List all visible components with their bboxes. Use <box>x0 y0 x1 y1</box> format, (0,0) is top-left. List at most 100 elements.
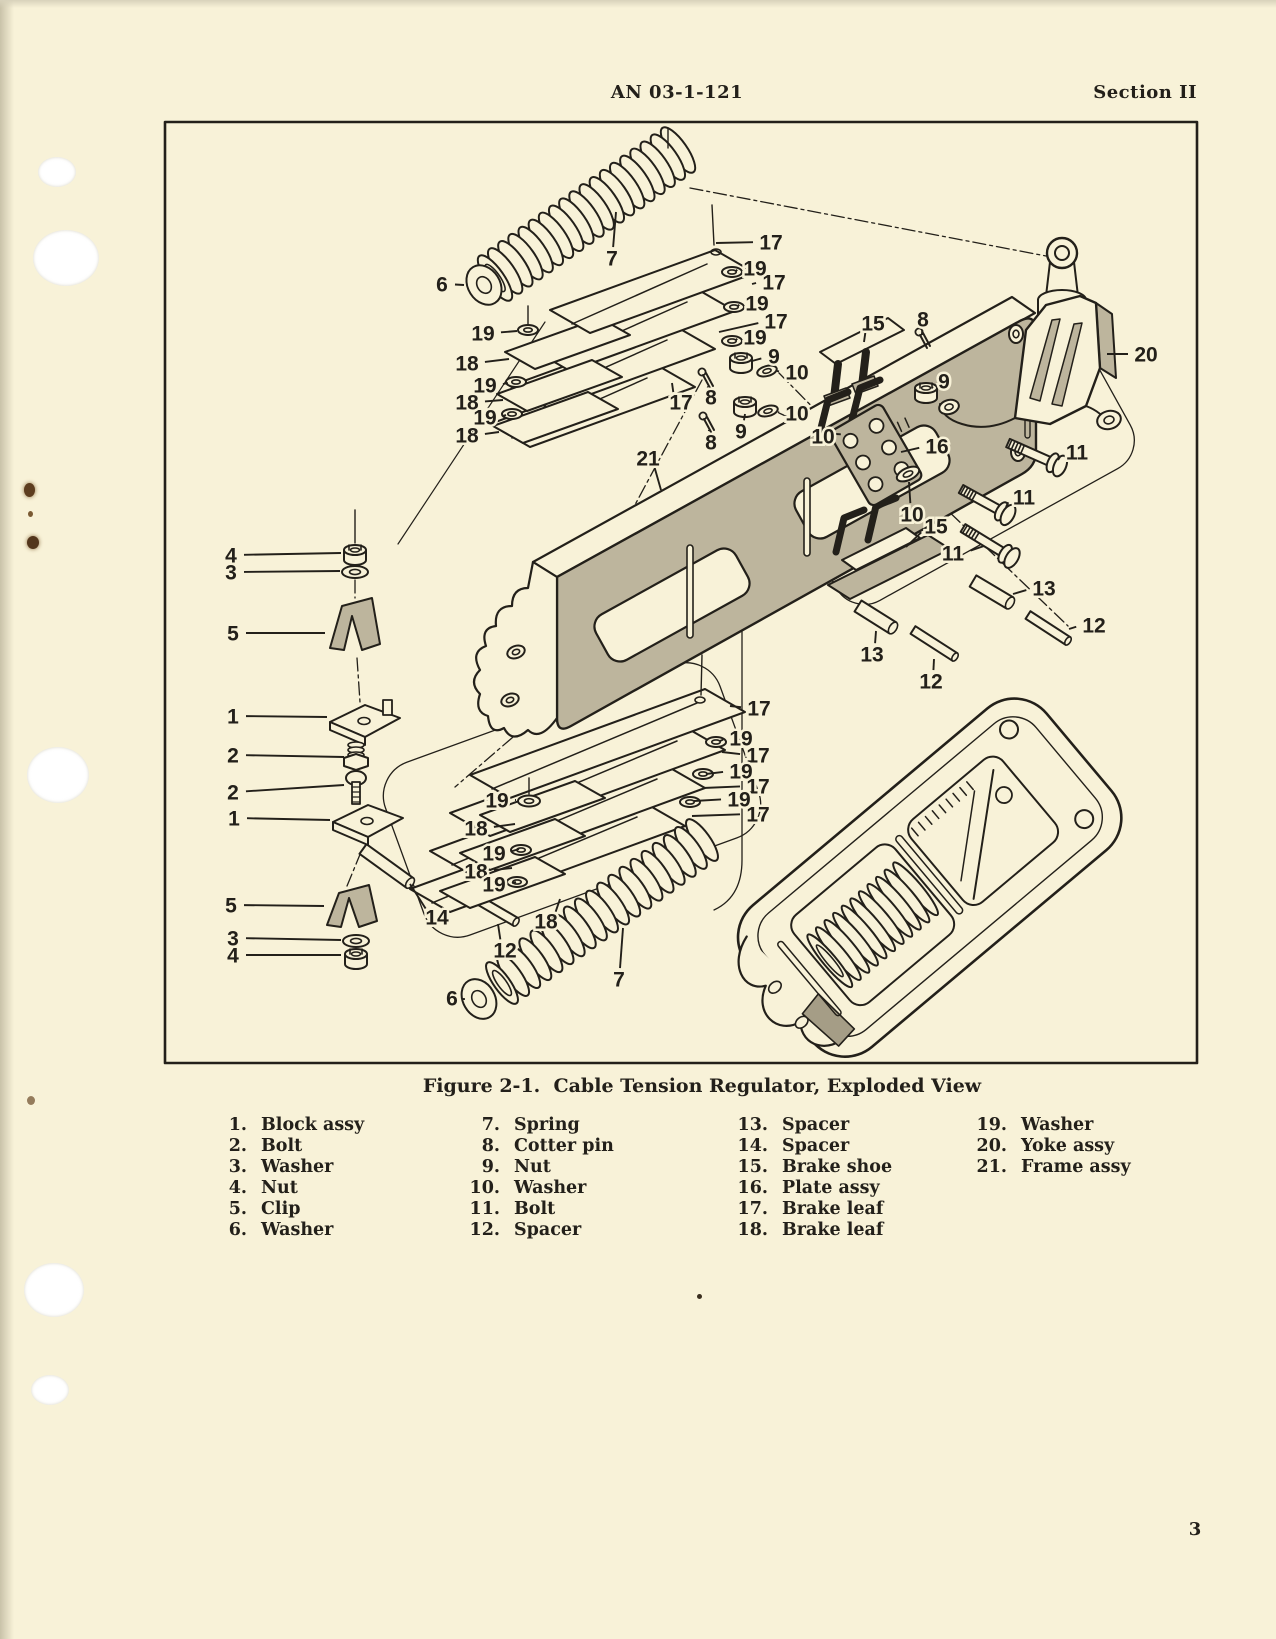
callout-6: 6 <box>434 271 465 299</box>
callout-number: 17 <box>762 272 785 295</box>
part-number: 4. <box>228 1178 247 1199</box>
callout-number: 3 <box>225 562 237 585</box>
callout-18: 18 <box>453 350 510 378</box>
callout-7: 7 <box>604 211 620 273</box>
callout-17: 17 <box>667 382 695 417</box>
parts-list-item: 18.Brake leaf <box>726 1219 892 1240</box>
callout-number: 10 <box>811 426 834 449</box>
page-number: 3 <box>1188 1519 1202 1540</box>
callout-1: 1 <box>226 805 331 833</box>
callout-number: 15 <box>924 516 948 539</box>
part-number: 13. <box>737 1115 768 1136</box>
callout-9: 9 <box>733 413 749 446</box>
callout-16: 16 <box>900 433 951 461</box>
callout-number: 18 <box>455 425 479 448</box>
part-number: 15. <box>737 1157 768 1178</box>
part-label: Clip <box>261 1199 301 1219</box>
callout-17: 17 <box>718 308 790 336</box>
callout-number: 11 <box>1066 442 1089 465</box>
part-label: Washer <box>514 1178 587 1199</box>
callout-13: 13 <box>1012 575 1058 603</box>
part-label: Frame assy <box>1021 1157 1131 1178</box>
callout-3: 3 <box>225 925 342 953</box>
callout-11: 11 <box>1005 484 1038 512</box>
callout-9: 9 <box>751 343 782 371</box>
callout-number: 19 <box>743 258 766 281</box>
parts-list-item: 21. Frame assy <box>962 1157 1131 1178</box>
brake-leaf-stack-lower <box>409 654 746 913</box>
callout-number: 10 <box>785 403 808 426</box>
parts-list-item: 16. Plate assy <box>726 1178 892 1199</box>
callout-number: 17 <box>746 804 769 827</box>
part-number: 11. <box>469 1199 500 1219</box>
brake-shoe-bottom <box>827 494 951 600</box>
callout-number: 19 <box>485 790 508 813</box>
part-label: Plate assy <box>782 1178 880 1199</box>
part-number: 16. <box>737 1178 768 1199</box>
parts-list-item: 8.Cotter pin <box>462 1136 614 1157</box>
callout-2: 2 <box>225 742 345 770</box>
part-label: Spring <box>514 1115 580 1136</box>
callout-2: 2 <box>225 779 345 807</box>
parts-list-item: 17.Brake leaf <box>726 1199 892 1220</box>
callout-17: 17 <box>729 695 773 723</box>
part-label: Block assy <box>261 1115 365 1136</box>
part-number: 21. <box>976 1157 1007 1178</box>
part-number: 20. <box>976 1136 1007 1157</box>
part-label: Brake leaf <box>782 1219 884 1240</box>
callout-12: 12 <box>491 923 519 965</box>
callout-4: 4 <box>225 942 341 970</box>
callout-number: 19 <box>745 293 768 316</box>
callout-number: 8 <box>705 387 717 410</box>
callout-19: 19 <box>737 290 771 318</box>
callout-number: 9 <box>768 346 780 369</box>
part-number: 10. <box>469 1178 500 1199</box>
callout-number: 18 <box>464 861 488 884</box>
punch-hole <box>24 1263 84 1317</box>
callout-19: 19 <box>480 871 517 899</box>
bolts <box>957 437 1069 569</box>
callout-1: 1 <box>225 703 328 731</box>
callout-7: 7 <box>611 927 627 994</box>
callout-number: 8 <box>917 309 929 332</box>
callout-number: 5 <box>225 895 237 918</box>
callout-13: 13 <box>858 630 886 669</box>
callout-number: 12 <box>919 671 942 694</box>
brake-shoe-top <box>816 317 905 436</box>
parts-list-item: 7.Spring <box>462 1115 614 1136</box>
nut-washer-pin-cluster <box>697 327 938 433</box>
parts-list-item: 15.Brake shoe <box>726 1157 893 1178</box>
paper-stain <box>24 483 35 497</box>
section-title: Section II <box>1093 82 1197 103</box>
callout-19: 19 <box>735 324 769 352</box>
callout-8: 8 <box>915 306 932 336</box>
callout-number: 6 <box>446 988 458 1011</box>
callout-number: 8 <box>705 432 717 455</box>
parts-list-item: 14.Spacer <box>726 1136 892 1157</box>
callout-number: 5 <box>227 623 239 646</box>
callout-number: 15 <box>861 313 885 336</box>
parts-list-item: 13.Spacer <box>726 1115 892 1136</box>
callout-19: 19 <box>469 320 518 348</box>
callout-18: 18 <box>462 815 516 843</box>
callout-number: 2 <box>227 782 239 805</box>
parts-list-item: 12.Spacer <box>462 1219 614 1240</box>
callout-19: 19 <box>735 255 769 283</box>
callout-number: 19 <box>729 728 752 751</box>
callout-21: 21 <box>634 445 662 491</box>
assembled-view <box>736 697 1123 1058</box>
callout-17: 17 <box>702 773 772 801</box>
part-label: Washer <box>1021 1115 1094 1136</box>
parts-list-item: 11.Bolt <box>462 1199 614 1220</box>
part-label: Brake leaf <box>782 1199 884 1219</box>
callout-12: 12 <box>1068 612 1108 640</box>
callout-19: 19 <box>693 786 753 814</box>
paper-stain <box>27 1096 35 1105</box>
parts-list-item: 9.Nut <box>462 1157 614 1178</box>
callout-18: 18 <box>462 858 513 886</box>
callout-number: 19 <box>473 375 496 398</box>
